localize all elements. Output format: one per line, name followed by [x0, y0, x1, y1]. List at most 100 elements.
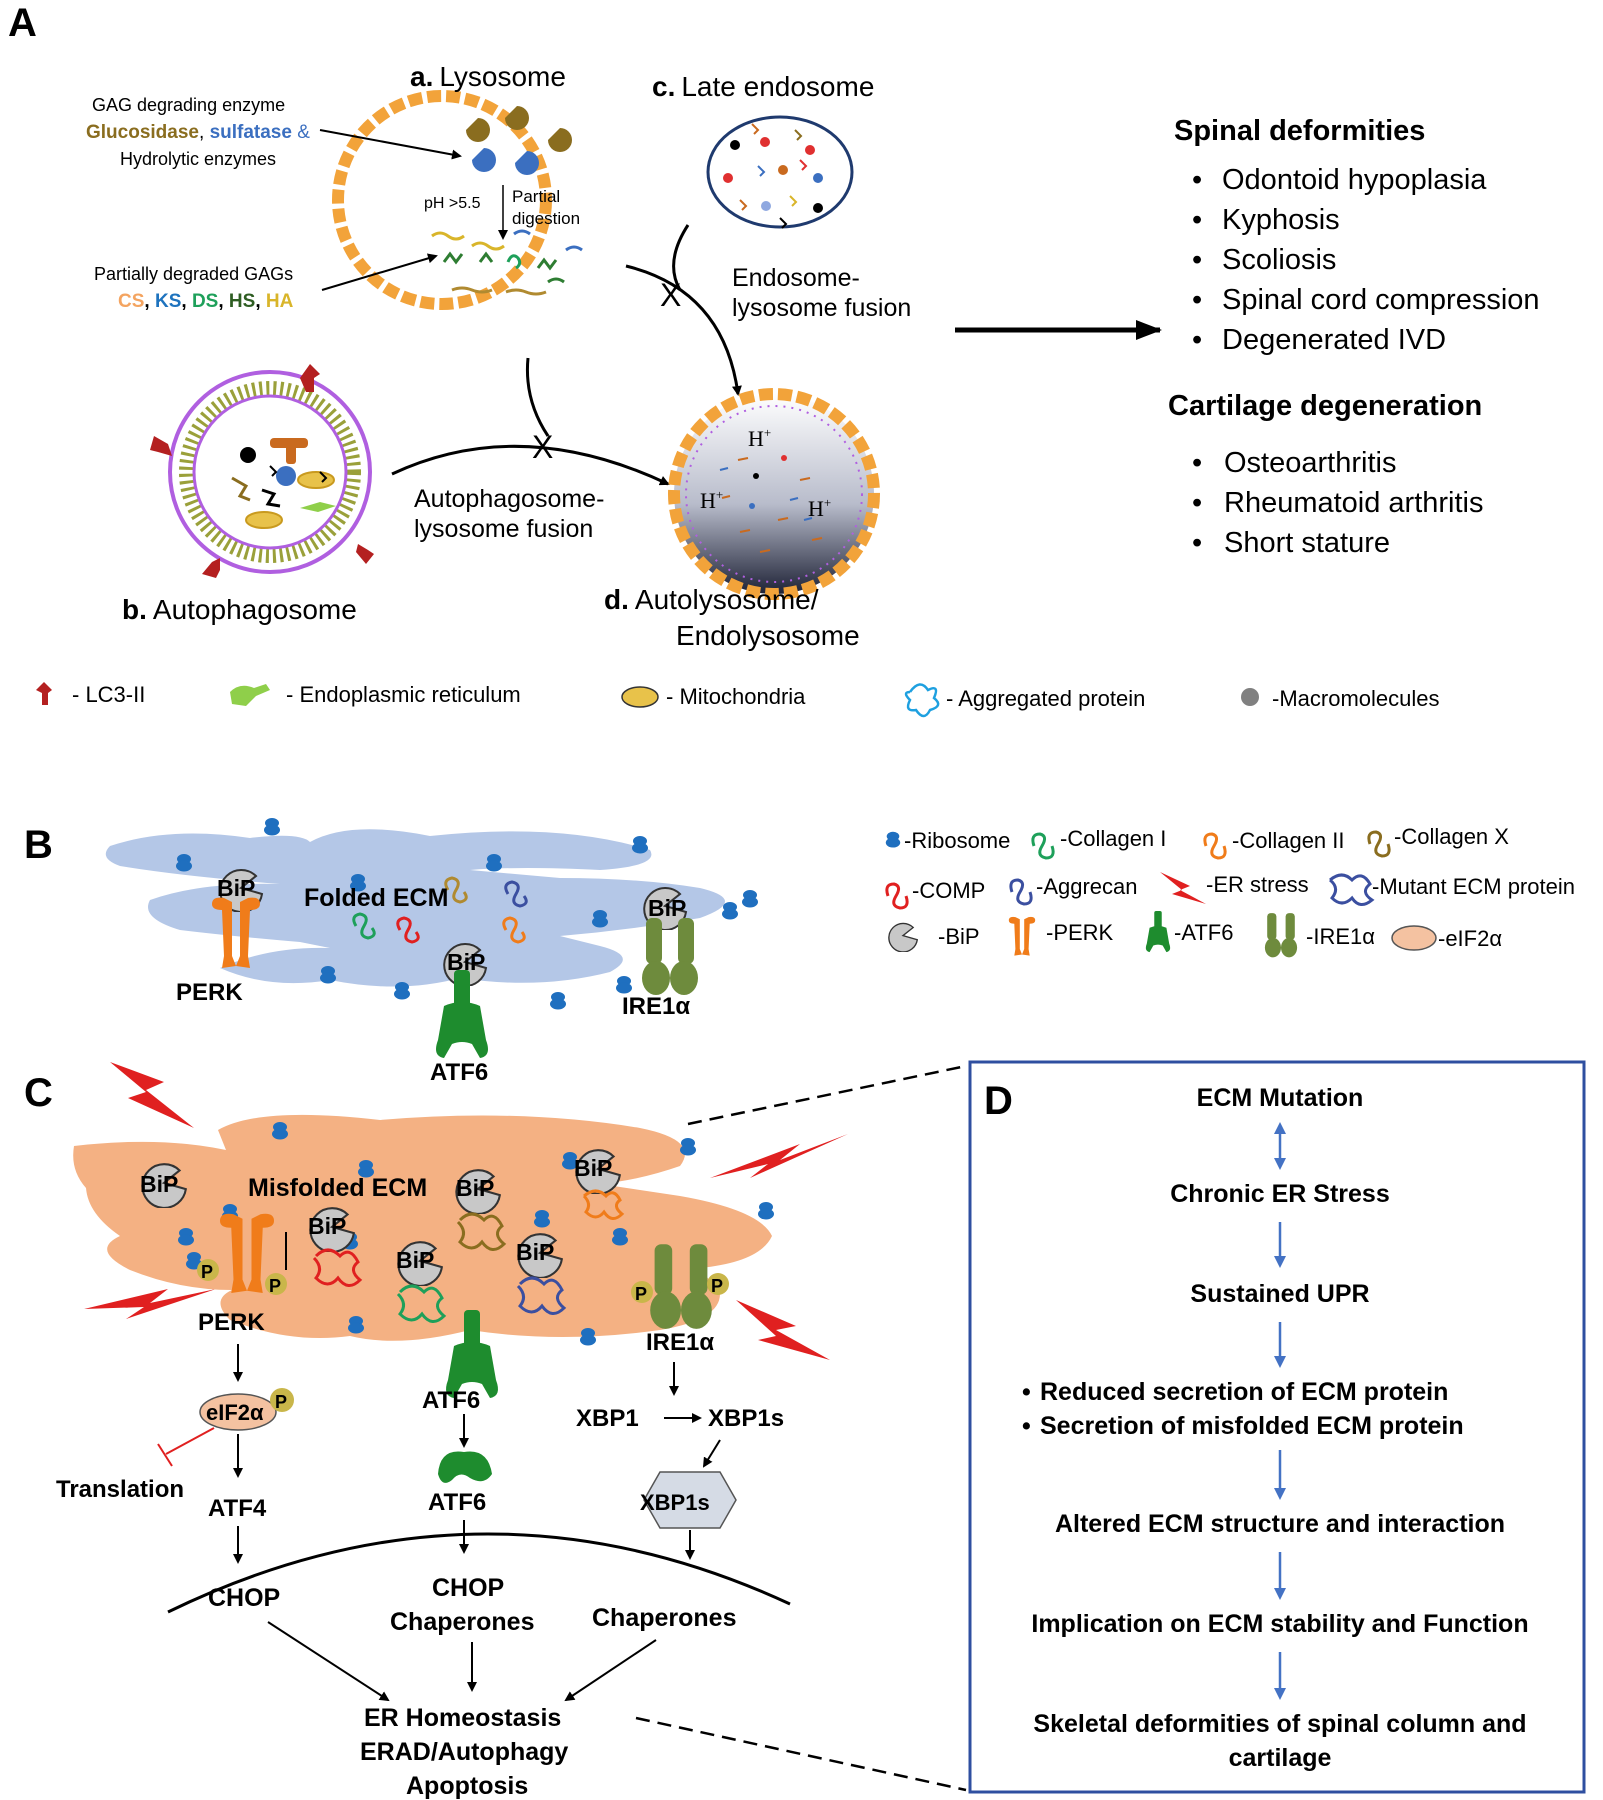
gag-arrow [321, 253, 438, 291]
panel-c-letter: C [24, 1071, 53, 1115]
cartilage-degeneration-list: • Osteoarthritis • Rheumatoid arthritis … [1192, 447, 1484, 559]
perk-phospho-left [197, 1259, 219, 1281]
bip-c-1-label: BiP [140, 1171, 178, 1197]
translation-label: Translation [56, 1476, 184, 1503]
enzyme-arrow [319, 129, 462, 160]
proton-left: H+ [700, 487, 723, 513]
chaperones2-to-outcome-arrow [564, 1639, 657, 1702]
chop-label: CHOP [208, 1584, 280, 1612]
enzyme-label-line2: Glucosidase, sulfatase & [86, 122, 310, 143]
partial-digestion-line1: Partial [512, 187, 560, 206]
step-skeletal-deformities-line2: cartilage [1229, 1744, 1332, 1772]
lc3-ii-markers [150, 364, 374, 578]
aggrecan-legend-icon [1009, 878, 1033, 906]
autophagosome-fusion-label-line1: Autophagosome- [414, 485, 604, 513]
perk-legend-icon [1008, 916, 1036, 956]
perk-phospho-left-label: P [201, 1262, 213, 1282]
gag-label-line1: Partially degraded GAGs [94, 264, 293, 284]
autolysosome [668, 388, 880, 600]
ph-label: pH >5.5 [424, 195, 481, 212]
glucosidase-label: Glucosidase [86, 122, 199, 143]
late-endosome-name: Late endosome [681, 71, 874, 102]
hs-label: HS [229, 291, 255, 312]
autolysosome-prefix: d. [604, 584, 629, 615]
mutant-ecm-legend-icon [1329, 873, 1375, 906]
eif2a-phospho-label: P [275, 1392, 287, 1412]
aggregate-red [312, 1248, 363, 1287]
autolysosome-name: Autolysosome/ [635, 584, 819, 615]
spinal-item-5: Degenerated IVD [1222, 324, 1446, 356]
legend-er: - Endoplasmic reticulum [286, 682, 521, 707]
endosome-fusion-label-line2: lysosome fusion [732, 294, 911, 322]
cartilage-degeneration-title: Cartilage degeneration [1168, 390, 1482, 422]
ha-label: HA [266, 291, 294, 312]
enzyme-icons [466, 106, 572, 175]
zoom-dash-top [687, 1064, 967, 1126]
step-reduced-secretion: Reduced secretion of ECM protein [1040, 1378, 1448, 1406]
eif2a-legend-icon [1391, 925, 1437, 951]
step-sustained-upr: Sustained UPR [1190, 1280, 1369, 1308]
nuclear-envelope [167, 1532, 791, 1614]
spinal-bullet-3: • [1192, 244, 1202, 276]
autophagosome-name: Autophagosome [153, 594, 357, 625]
aggregate-blue [516, 1276, 567, 1315]
eif2a-label: eIF2α [206, 1400, 264, 1425]
amp: & [292, 122, 310, 143]
cs-label: CS [118, 291, 144, 312]
proton-right: H+ [808, 495, 831, 521]
er-normal [105, 829, 725, 987]
atf6-c-label: ATF6 [422, 1387, 480, 1414]
gag-fragments [431, 229, 583, 296]
perk-phospho-right [265, 1273, 287, 1295]
legend-macromolecules: -Macromolecules [1272, 686, 1440, 711]
step-stability-function: Implication on ECM stability and Functio… [1031, 1610, 1528, 1638]
step-altered-structure: Altered ECM structure and interaction [1055, 1510, 1505, 1538]
er-stress-legend-icon [1160, 872, 1206, 904]
legend-mutant-ecm: -Mutant ECM protein [1372, 874, 1575, 899]
bip-legend-icon [888, 922, 918, 952]
eif2a [199, 1393, 277, 1431]
er-stress-bolts [84, 1062, 848, 1360]
outcome-line2: ERAD/Autophagy [360, 1738, 568, 1766]
ribosome-legend-icon [885, 831, 901, 848]
ire1-phospho-right-label: P [711, 1276, 723, 1296]
bip-c-6-label: BiP [516, 1239, 554, 1265]
legend-comp: -COMP [912, 878, 985, 903]
cartilage-item-3: Short stature [1224, 527, 1390, 559]
comma: , [199, 122, 210, 143]
aggregated-protein-icon [904, 683, 940, 718]
aggregate-orange [582, 1189, 625, 1220]
endosome-fusion-label-line1: Endosome- [732, 264, 860, 292]
enzyme-label-line3: Hydrolytic enzymes [120, 149, 276, 169]
autolysosome-title-line2: Endolysosome [676, 620, 860, 651]
ire1-phospho-left [631, 1281, 653, 1303]
xbp1s-protein [643, 1471, 737, 1529]
lysosome [332, 90, 583, 310]
lysosome-down-arc [525, 357, 550, 437]
legend-mitochondria: - Mitochondria [666, 684, 806, 709]
ire1-phospho-right [707, 1273, 729, 1295]
legend-perk: -PERK [1046, 920, 1114, 945]
autophagosome-prefix: b. [122, 594, 147, 625]
legend-eif2a: -eIF2α [1438, 926, 1502, 951]
folded-ecm-label: Folded ECM [304, 884, 448, 912]
partial-digestion-line2: digestion [512, 209, 580, 228]
legend-collagen10: -Collagen X [1394, 824, 1509, 849]
legend-lc3: - LC3-II [72, 682, 145, 707]
late-endosome-prefix: c. [652, 71, 675, 102]
atf6-cleaved [438, 1451, 492, 1483]
misfolded-ecm-label: Misfolded ECM [248, 1174, 427, 1202]
legend-er-stress: -ER stress [1206, 872, 1309, 897]
legend-aggrecan: -Aggrecan [1036, 874, 1138, 899]
spinal-bullet-5: • [1192, 324, 1202, 356]
ire1-legend-icon [1264, 913, 1298, 958]
step-ecm-mutation: ECM Mutation [1197, 1084, 1364, 1112]
autophagosome-fusion-cross: X [532, 429, 553, 465]
bip-c-4-label: BiP [308, 1213, 346, 1239]
perk-c-label: PERK [198, 1309, 265, 1336]
translation-inhibit-line [165, 1427, 215, 1455]
ire1-phospho-left-label: P [635, 1284, 647, 1304]
legend-aggregated-protein: - Aggregated protein [946, 686, 1145, 711]
bip-ire1-b-label: BiP [648, 895, 686, 921]
